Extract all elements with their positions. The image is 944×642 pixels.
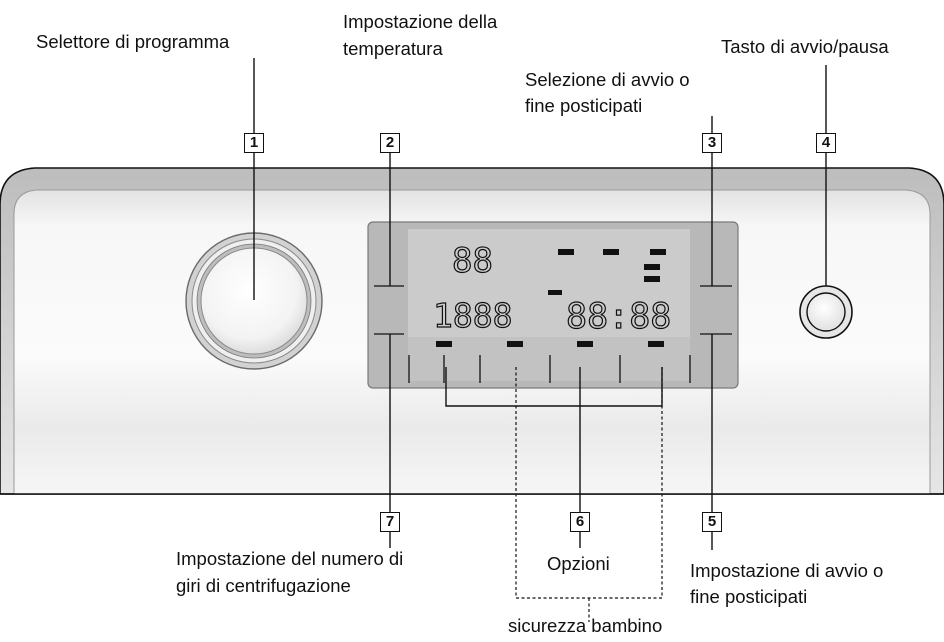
callout-number-4: 4 [816, 133, 836, 153]
callout-number-6: 6 [570, 512, 590, 532]
label-start-pause: Tasto di avvio/pausa [721, 36, 889, 57]
spin-digits: 1888 [433, 296, 512, 335]
callout-number-3: 3 [702, 133, 722, 153]
label-delay-select-line1: Selezione di avvio o [525, 69, 690, 90]
option-key-separators [408, 355, 691, 383]
label-program-selector: Selettore di programma [36, 31, 230, 52]
label-temperature-line2: temperatura [343, 38, 443, 59]
lcd-side-marks [374, 285, 732, 335]
callout-number-2: 2 [380, 133, 400, 153]
child-lock-leader [515, 367, 663, 622]
label-delay-setting-line1: Impostazione di avvio o [690, 560, 884, 581]
label-temperature-line1: Impostazione della [343, 11, 498, 32]
time-digits: 88:88 [566, 297, 671, 337]
program-selector-knob[interactable] [185, 232, 323, 370]
label-spin-line1: Impostazione del numero di [176, 548, 404, 569]
option-indicators [436, 341, 664, 347]
temperature-digits: 88 [452, 241, 493, 281]
label-spin-line2: giri di centrifugazione [176, 575, 351, 596]
lcd-display: 88 1888 88:88 [367, 221, 739, 389]
lcd-status-bars [548, 249, 666, 295]
start-pause-button[interactable] [799, 285, 853, 339]
label-delay-setting-line2: fine posticipati [690, 586, 808, 607]
label-delay-select-line2: fine posticipati [525, 95, 643, 116]
label-child-lock: sicurezza bambino [508, 615, 663, 636]
callout-number-5: 5 [702, 512, 722, 532]
label-options: Opzioni [547, 553, 610, 574]
callout-number-7: 7 [380, 512, 400, 532]
callout-number-1: 1 [244, 133, 264, 153]
